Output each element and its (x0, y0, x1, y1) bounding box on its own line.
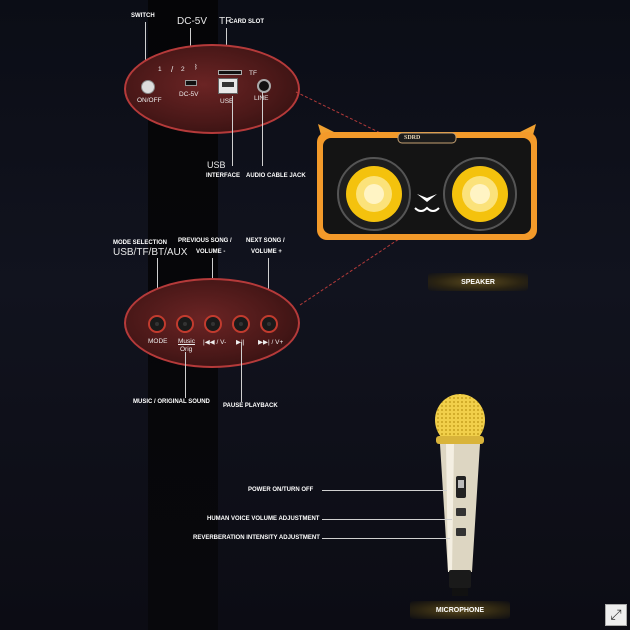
prev-ctrl-label: |◀◀ / V- (203, 339, 227, 346)
next-ctrl-label: ▶▶| / V+ (258, 339, 284, 346)
reverb-leader (322, 538, 450, 539)
usb-leader (232, 96, 233, 166)
dc-port[interactable] (185, 80, 197, 86)
microphone-image (435, 394, 485, 596)
switch-label: SWITCH (131, 13, 155, 19)
dc-port-label: DC-5V (179, 91, 199, 98)
play-pause-button[interactable] (232, 315, 250, 333)
microphone-badge-text: MICROPHONE (435, 606, 485, 614)
usb-port[interactable] (218, 78, 238, 94)
music-original-label: MUSIC / ORIGINAL SOUND (133, 399, 210, 405)
speaker-image (317, 124, 537, 240)
volume-plus-label: VOLUME + (251, 249, 282, 255)
power-leader (322, 490, 447, 491)
audio-jack-label: AUDIO CABLE JACK (246, 173, 306, 179)
next-leader (268, 258, 269, 316)
audio-leader (262, 92, 263, 166)
volume-minus-label: VOLUME - (196, 249, 226, 255)
line-port-label: LINE (254, 95, 268, 102)
mode-ctrl-label: MODE (148, 338, 168, 345)
usb-port-label: USB (220, 98, 234, 105)
music-orig-button[interactable] (176, 315, 194, 333)
bluetooth-icon: ᛒ (194, 64, 198, 71)
tf-port-label: TF (249, 70, 257, 77)
dc-title: DC-5V (177, 16, 208, 27)
prev-song-label: PREVIOUS SONG / (178, 238, 232, 244)
power-switch[interactable] (141, 80, 155, 94)
switch-position-2: 2 (181, 66, 185, 73)
switch-slash: / (171, 65, 174, 74)
pause-playback-label: PAUSE PLAYBACK (223, 403, 278, 409)
next-song-label: NEXT SONG / (246, 238, 285, 244)
voice-leader (322, 519, 452, 520)
mode-button[interactable] (148, 315, 166, 333)
expand-icon[interactable]: ⤢ (605, 604, 627, 626)
speaker-badge-text: SPEAKER (461, 278, 495, 286)
orig-ctrl-label: Orig (180, 346, 193, 353)
switch-leader (145, 22, 146, 82)
power-label: POWER ON/TURN OFF (248, 487, 314, 493)
voice-volume-label: HUMAN VOICE VOLUME ADJUSTMENT (207, 516, 320, 522)
speaker-brand: SDRD (404, 135, 421, 141)
microphone-badge: MICROPHONE (410, 601, 510, 619)
usb-big-label: USB (207, 160, 226, 170)
mode-selection-label: MODE SELECTION (113, 240, 168, 246)
tf-title: TF (219, 16, 232, 27)
line-jack[interactable] (257, 79, 271, 93)
expand-icon-glyph: ⤢ (610, 607, 622, 623)
switch-position-1: 1 (158, 66, 162, 73)
music-leader (185, 352, 186, 398)
tf-slot[interactable] (218, 70, 242, 75)
prev-volume-down-button[interactable] (204, 315, 222, 333)
play-ctrl-label: ▶|| (236, 338, 244, 346)
speaker-badge: SPEAKER (428, 273, 528, 291)
card-slot-title: CARD SLOT (229, 19, 264, 25)
mode-options-label: USB/TF/BT/AUX (113, 247, 188, 258)
reverb-label: REVERBERATION INTENSITY ADJUSTMENT (193, 535, 320, 541)
music-ctrl-label: Music (178, 338, 195, 345)
on-off-label: ON/OFF (137, 97, 162, 104)
usb-interface-label: INTERFACE (206, 173, 241, 179)
next-volume-up-button[interactable] (260, 315, 278, 333)
pause-leader (241, 342, 242, 402)
